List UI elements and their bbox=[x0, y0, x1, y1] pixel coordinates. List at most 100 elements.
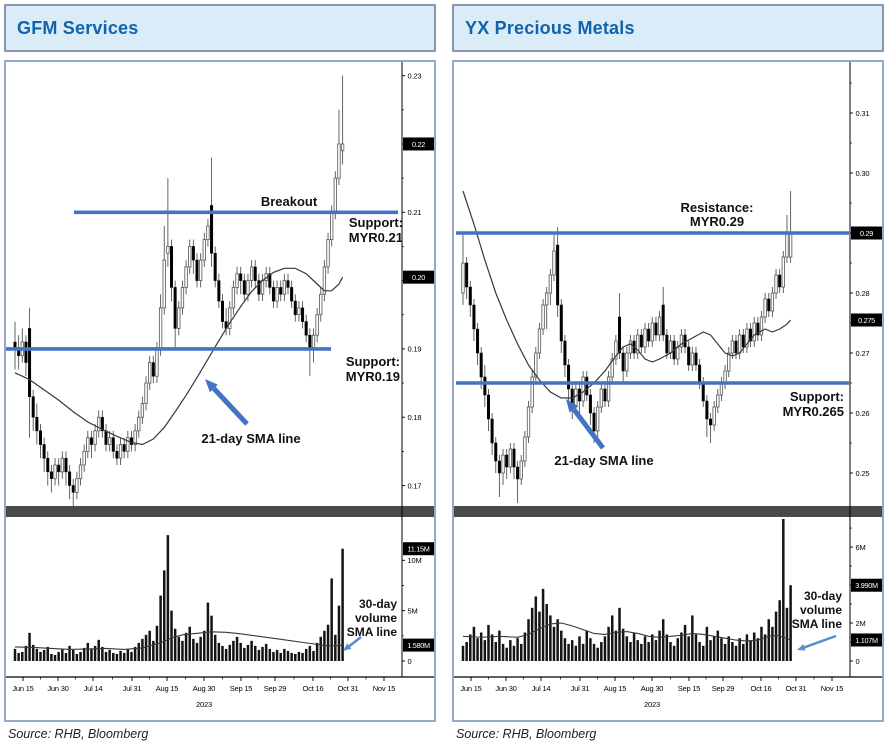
candle-body bbox=[734, 340, 738, 354]
volume-bar bbox=[272, 651, 275, 661]
candle-body bbox=[188, 246, 192, 268]
volume-bar bbox=[487, 624, 490, 661]
candle-body bbox=[523, 436, 527, 462]
volume-bar bbox=[97, 639, 100, 661]
candle-body bbox=[752, 322, 756, 342]
candle bbox=[599, 383, 603, 413]
candle-body bbox=[64, 457, 68, 473]
volume-tick-label: 10M bbox=[408, 556, 422, 565]
volume-bar bbox=[341, 548, 344, 661]
value-box-label: 11.15M bbox=[408, 545, 430, 554]
candle-body bbox=[115, 451, 119, 459]
volume-bar bbox=[24, 645, 28, 661]
annotation-line: volume bbox=[800, 603, 842, 617]
yx-candlestick-chart: 0.310.300.290.280.270.260.256M4M2M0Jun 1… bbox=[452, 60, 884, 722]
candle-body bbox=[180, 287, 185, 309]
candle bbox=[140, 396, 145, 425]
candle bbox=[93, 424, 97, 452]
year-label: 2023 bbox=[644, 700, 660, 709]
candle bbox=[220, 294, 224, 329]
volume-bar bbox=[203, 630, 206, 661]
volume-bar bbox=[694, 634, 698, 661]
candle-body bbox=[78, 464, 83, 480]
volume-bar bbox=[68, 645, 71, 661]
chart-background bbox=[452, 60, 884, 722]
candle-body bbox=[319, 293, 323, 316]
volume-bar bbox=[701, 645, 705, 661]
volume-bar bbox=[778, 600, 781, 661]
volume-bar bbox=[556, 619, 559, 661]
candle bbox=[618, 293, 622, 359]
source-note-yx: Source: RHB, Bloomberg bbox=[456, 727, 597, 741]
candle bbox=[628, 335, 633, 359]
volume-bar bbox=[640, 643, 643, 661]
candle bbox=[173, 280, 177, 349]
candle bbox=[508, 443, 512, 473]
volume-bar bbox=[261, 646, 264, 661]
volume-bar bbox=[782, 519, 785, 661]
volume-bar bbox=[279, 652, 282, 661]
candle-body bbox=[24, 341, 28, 363]
candle bbox=[107, 430, 112, 452]
volume-tick-label: 0 bbox=[408, 657, 412, 666]
candle-body bbox=[206, 225, 210, 240]
last-volume-box: 11.15M bbox=[403, 542, 434, 556]
candle-body bbox=[712, 406, 716, 426]
candle bbox=[756, 317, 760, 341]
candle bbox=[206, 219, 210, 247]
volume-bar bbox=[538, 611, 541, 661]
candle-body bbox=[260, 280, 265, 295]
candle bbox=[148, 355, 152, 390]
value-box-label: 0.20 bbox=[412, 273, 425, 282]
value-box-rect bbox=[851, 633, 882, 647]
volume-bar bbox=[82, 647, 86, 661]
candle-body bbox=[57, 464, 61, 473]
candle-body bbox=[668, 340, 673, 354]
candle-body bbox=[158, 307, 163, 350]
volume-bar bbox=[567, 643, 570, 661]
volume-bar bbox=[745, 634, 749, 661]
arrow-shaft bbox=[804, 634, 837, 649]
volume-bar bbox=[749, 640, 752, 661]
volume-bar bbox=[519, 643, 523, 661]
annotation-line: MYR0.21 bbox=[349, 230, 403, 245]
date-tick-label: Aug 15 bbox=[604, 684, 627, 693]
volume-bar bbox=[308, 645, 312, 661]
arrow-head bbox=[566, 399, 579, 413]
volume-bar bbox=[64, 652, 68, 661]
candle bbox=[162, 225, 166, 315]
volume-bar bbox=[534, 596, 538, 661]
candle-body bbox=[301, 307, 305, 322]
candle bbox=[603, 383, 607, 407]
candle-body bbox=[519, 460, 523, 480]
volume-bar bbox=[50, 653, 53, 661]
candle-body bbox=[148, 362, 152, 384]
candle bbox=[217, 273, 221, 308]
candle bbox=[476, 323, 480, 365]
candle bbox=[100, 410, 104, 438]
volume-bar bbox=[235, 636, 239, 661]
candle bbox=[202, 232, 206, 267]
candle-body bbox=[93, 430, 97, 445]
candle-body bbox=[46, 457, 50, 473]
candle-body bbox=[548, 274, 553, 294]
value-box-rect bbox=[403, 137, 434, 151]
volume-bar bbox=[712, 636, 716, 661]
candle-body bbox=[603, 388, 607, 402]
candles-layer bbox=[461, 191, 793, 503]
candle bbox=[494, 437, 498, 473]
candle bbox=[537, 323, 542, 359]
candle bbox=[24, 335, 28, 377]
volume-bar bbox=[752, 632, 756, 661]
candle bbox=[636, 329, 640, 359]
candle-body bbox=[166, 246, 170, 254]
candle-body bbox=[472, 304, 476, 330]
source-note-gfm: Source: RHB, Bloomberg bbox=[8, 727, 149, 741]
candle-body bbox=[650, 322, 654, 342]
candle bbox=[465, 257, 469, 299]
candle-body bbox=[100, 416, 104, 432]
candle bbox=[650, 317, 654, 347]
volume-sma-line bbox=[462, 622, 791, 642]
